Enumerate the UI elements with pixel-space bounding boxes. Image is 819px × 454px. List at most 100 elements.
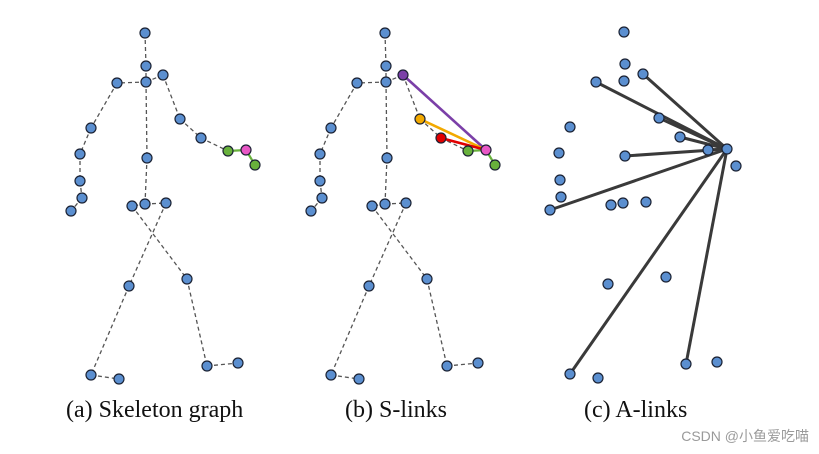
joint [462,145,474,157]
joint [711,356,723,368]
target-joint [721,143,733,155]
joint [653,112,665,124]
s-link-skeleton-bone [368,202,407,287]
joint [363,280,375,292]
skeleton-bone [131,205,188,280]
joint [617,197,629,209]
joint [181,273,193,285]
skeleton-bone [186,278,208,367]
s-link-skeleton-bone [402,74,421,120]
joint [660,271,672,283]
joint [640,196,652,208]
joint [554,174,566,186]
joint [618,26,630,38]
joint [397,69,409,81]
joint [619,58,631,70]
s-link-skeleton-bone [385,81,388,159]
joint [605,199,617,211]
panel-s-links [305,27,501,385]
joint [232,357,244,369]
joint [619,150,631,162]
s-link-skeleton-bone [371,205,428,280]
joint [421,273,433,285]
s-link-skeleton-bone [426,278,448,367]
joint [381,152,393,164]
joint [76,192,88,204]
joint [74,148,86,160]
joint [139,27,151,39]
joint [553,147,565,159]
a-link [658,116,728,151]
s-link-skeleton-bone [446,362,479,367]
joint [85,122,97,134]
joint [113,373,125,385]
joint [351,77,363,89]
joint [325,122,337,134]
a-link [679,135,728,151]
joint [441,360,453,372]
s-link-skeleton-bone [384,32,387,67]
joint [618,75,630,87]
joint [195,132,207,144]
joint [140,60,152,72]
skeleton-bone [90,82,118,129]
skeleton-bone [162,74,181,120]
s-link-skeleton-bone [384,157,388,205]
s-link [440,136,487,152]
s-link [419,117,487,152]
joint [592,372,604,384]
joint [380,60,392,72]
joint [140,76,152,88]
joint [602,278,614,290]
joint [380,76,392,88]
s-link-skeleton-bone [330,82,358,129]
joint [366,200,378,212]
joint [637,68,649,80]
joint [730,160,742,172]
joint [85,369,97,381]
joint [379,198,391,210]
joint [702,144,714,156]
skeleton-bone [128,202,167,287]
joint [414,113,426,125]
joint [222,145,234,157]
joint [590,76,602,88]
a-link [684,148,729,365]
joint [305,205,317,217]
joint [157,69,169,81]
joint [160,197,172,209]
joint [314,175,326,187]
joint [74,175,86,187]
joint [249,159,261,171]
a-link [568,148,729,375]
skeleton-bone [206,362,239,367]
joint [139,198,151,210]
joint [353,373,365,385]
target-joint [240,144,252,156]
joint [123,280,135,292]
joint [65,205,77,217]
joint [564,121,576,133]
a-link [642,72,728,151]
joint [126,200,138,212]
skeleton-bone [90,285,130,376]
caption-skeleton-graph: (a) Skeleton graph [66,397,244,423]
watermark: CSDN @小鱼爱吃喵 [681,428,809,444]
joint [201,360,213,372]
skeleton-bone [144,157,148,205]
s-link-skeleton-bone [330,285,370,376]
joint [379,27,391,39]
joint [111,77,123,89]
joint [174,113,186,125]
joint [435,132,447,144]
joint [400,197,412,209]
joint [472,357,484,369]
caption-s-links: (b) S-links [345,397,447,423]
joint [680,358,692,370]
joint [489,159,501,171]
s-link [402,74,487,151]
caption-a-links: (c) A-links [584,397,688,423]
joint [564,368,576,380]
skeleton-bone [144,32,147,67]
